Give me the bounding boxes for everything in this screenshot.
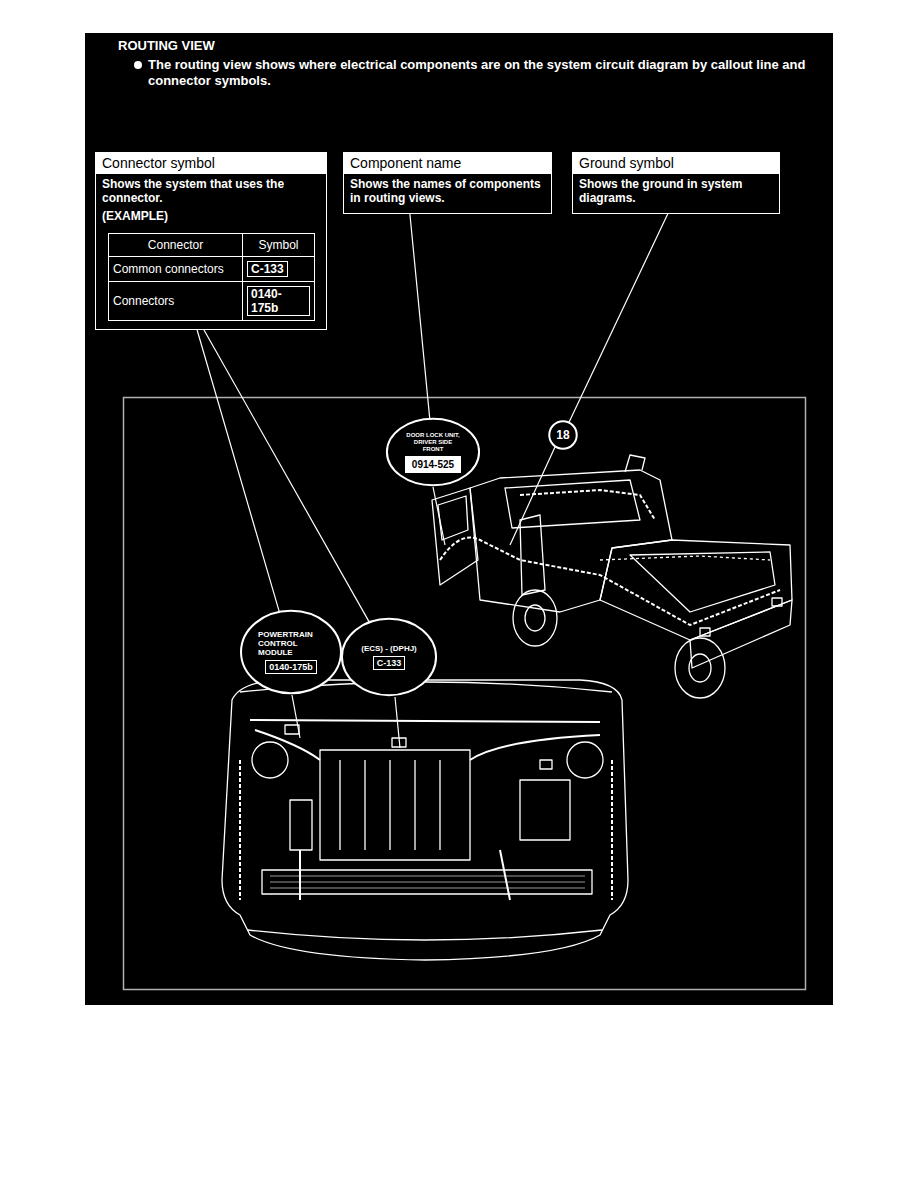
callout-box: Ground symbolShows the ground in system …: [572, 152, 780, 214]
illustration-circle: [252, 742, 288, 778]
callout-box: Connector symbolShows the system that us…: [95, 152, 327, 330]
illustration-rect: [700, 628, 710, 636]
illustration-path: [690, 600, 792, 668]
illustration-rect: [772, 598, 782, 606]
illustration-path: [270, 876, 585, 888]
callout-ellipse: DOOR LOCK UNIT, DRIVER SIDE FRONT 0914-52…: [386, 418, 480, 486]
illustration-line: [433, 487, 445, 545]
table-cell: Connectors: [109, 282, 243, 321]
illustration-circle: [567, 742, 603, 778]
illustration-line: [510, 447, 555, 545]
component-name: (ECS) - (DPHJ): [361, 644, 417, 653]
table-text: Symbol: [258, 238, 298, 252]
table-text: Connector: [148, 238, 203, 252]
box-description: Shows the ground in system diagrams.: [579, 177, 773, 205]
table-row: Common connectors C-133: [109, 257, 315, 282]
table-cell: Connector: [109, 234, 243, 257]
illustration-rect: [540, 760, 552, 769]
illustration-ellipse: [689, 654, 711, 682]
connector-symbol: 0140-175b: [247, 286, 310, 316]
table-cell: 0140-175b: [243, 282, 315, 321]
box-heading: Connector symbol: [96, 153, 326, 174]
callout-box: Component nameShows the names of compone…: [343, 152, 552, 214]
callout-line: [197, 330, 279, 611]
callout-line: [410, 214, 430, 418]
illustration-path: [250, 720, 600, 900]
illustration-rect: [320, 750, 470, 860]
ellipse-outline: [386, 418, 480, 486]
illustration-rect: [520, 780, 570, 840]
illustration-ellipse: [675, 638, 725, 698]
ground-callout-circle: 18: [549, 421, 577, 449]
illustration-line: [395, 697, 400, 748]
box-body: Shows the names of components in routing…: [344, 174, 551, 213]
box-description: Shows the system that uses the connector…: [102, 177, 320, 205]
callout-number: 18: [556, 429, 569, 442]
connector-code: C-133: [373, 656, 406, 670]
table-cell: Common connectors: [109, 257, 243, 282]
bullet-note: The routing view shows where electrical …: [148, 57, 816, 89]
box-heading: Component name: [344, 153, 551, 174]
ellipse-outline: [341, 618, 437, 696]
ellipse-shape: [387, 419, 479, 486]
example-frame: [124, 398, 806, 990]
table-text: Connectors: [113, 294, 174, 308]
box-heading: Ground symbol: [573, 153, 779, 174]
box-body: Shows the system that uses the connector…: [96, 174, 326, 223]
connector-symbol: C-133: [247, 261, 288, 277]
box-description: Shows the names of components in routing…: [350, 177, 545, 205]
callout-line: [204, 330, 369, 622]
illustration-rect: [262, 870, 592, 894]
illustration-path: [520, 515, 545, 595]
table-row: Connectors 0140-175b: [109, 282, 315, 321]
bullet-dot: [134, 61, 142, 69]
component-name: DOOR LOCK UNIT, DRIVER SIDE FRONT: [403, 432, 463, 453]
table-cell: C-133: [243, 257, 315, 282]
callout-line: [569, 214, 668, 422]
callout-leader-lines: [292, 447, 555, 748]
illustration-rect: [290, 800, 312, 850]
illustration-ellipse: [525, 605, 545, 631]
illustration-path: [240, 760, 612, 900]
table-row: Connector Symbol: [109, 234, 315, 257]
illustration-path: [222, 680, 628, 960]
illustration-line: [292, 695, 300, 738]
box-description: (EXAMPLE): [102, 209, 320, 223]
illustration-path: [505, 480, 640, 528]
ellipse-shape: [342, 619, 436, 695]
illustration-path: [625, 455, 645, 472]
table-text: Common connectors: [113, 262, 224, 276]
engine-compartment: [222, 680, 628, 960]
page-title: ROUTING VIEW: [118, 38, 215, 53]
illustration-path: [340, 760, 440, 850]
ellipse-shape: [549, 421, 576, 448]
illustration-ellipse: [513, 590, 557, 646]
connector-code: 0140-175b: [265, 660, 317, 674]
illustration-path: [600, 556, 770, 560]
table-cell: Symbol: [243, 234, 315, 257]
box-body: Shows the ground in system diagrams.: [573, 174, 779, 213]
symbol-table: ConnectorSymbolCommon connectorsC-133Con…: [108, 233, 315, 321]
illustration-path: [470, 470, 672, 612]
illustration-path: [440, 538, 780, 626]
callout-ellipse: (ECS) - (DPHJ) C-133: [341, 618, 437, 696]
callout-ellipse: POWERTRAIN CONTROL MODULE 0140-175b: [240, 610, 342, 694]
component-name: POWERTRAIN CONTROL MODULE: [258, 630, 324, 657]
illustration-rect: [285, 725, 299, 734]
connector-code: 0914-525: [405, 456, 461, 473]
ellipse-shape: [241, 611, 341, 693]
illustration-path: [248, 930, 602, 940]
illustration-path: [520, 490, 655, 520]
pickup-truck: [432, 455, 792, 698]
